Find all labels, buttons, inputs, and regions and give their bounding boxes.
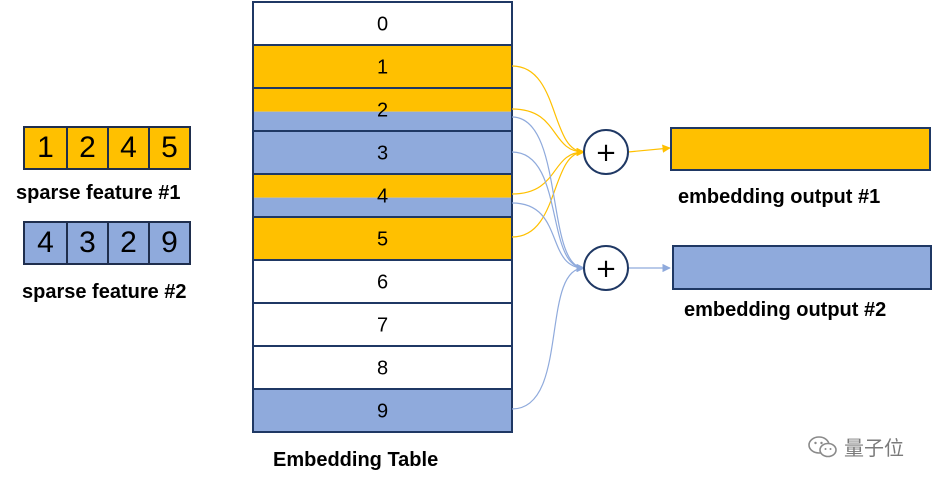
sparse-feature-2-label: sparse feature #2 xyxy=(22,281,187,303)
sum-operator-1: + xyxy=(583,129,629,175)
table-row-8: 8 xyxy=(252,345,513,390)
embedding-output-2-box xyxy=(672,245,932,290)
table-row-4: 4 xyxy=(252,173,513,218)
sparse-feature-1-label: sparse feature #1 xyxy=(16,182,181,204)
table-row-index: 4 xyxy=(377,186,388,208)
table-row-6: 6 xyxy=(252,259,513,304)
embedding-output-2-label: embedding output #2 xyxy=(684,299,887,321)
table-row-index: 2 xyxy=(377,100,388,122)
table-row-index: 1 xyxy=(377,57,388,79)
table-row-0: 0 xyxy=(252,1,513,46)
table-row-index: 9 xyxy=(377,401,388,423)
table-row-9: 9 xyxy=(252,388,513,433)
feature-2-value: 9 xyxy=(148,223,189,263)
arrow-row-3 xyxy=(511,151,585,273)
arrow-row-2 xyxy=(511,116,585,273)
sparse-feature-1-cells: 1 2 4 5 xyxy=(23,126,191,170)
table-row-index: 8 xyxy=(377,358,388,380)
feature-1-value: 1 xyxy=(37,131,54,164)
wechat-icon xyxy=(808,435,837,457)
sum-operator-2: + xyxy=(583,245,629,291)
arrow-row-4 xyxy=(511,147,585,195)
feature-1-value: 2 xyxy=(66,128,107,168)
table-row-index: 0 xyxy=(377,14,388,36)
table-row-index: 6 xyxy=(377,272,388,294)
arrow-row-1 xyxy=(511,65,585,157)
feature-2-value: 2 xyxy=(107,223,148,263)
watermark-text: 量子位 xyxy=(844,436,904,460)
sum-operator-2-symbol: + xyxy=(595,254,617,284)
arrow-row-9 xyxy=(511,263,585,410)
arrow-row-4 xyxy=(511,202,585,273)
table-row-3: 3 xyxy=(252,130,513,175)
table-row-7: 7 xyxy=(252,302,513,347)
sum-operator-1-symbol: + xyxy=(595,138,617,168)
sparse-feature-2-cells: 4 3 2 9 xyxy=(23,221,191,265)
table-row-5: 5 xyxy=(252,216,513,261)
table-row-index: 7 xyxy=(377,315,388,337)
feature-1-value: 5 xyxy=(148,128,189,168)
feature-2-value: 3 xyxy=(66,223,107,263)
arrow-row-2 xyxy=(511,108,585,157)
table-row-index: 3 xyxy=(377,143,388,165)
embedding-table-title: Embedding Table xyxy=(273,449,439,471)
table-row-2: 2 xyxy=(252,87,513,132)
embedding-output-1-box xyxy=(670,127,931,171)
table-row-1: 1 xyxy=(252,44,513,89)
feature-1-value: 4 xyxy=(107,128,148,168)
table-row-index: 5 xyxy=(377,229,388,251)
embedding-table: 0 1 2 3 4 5 6 7 8 9 xyxy=(252,1,513,433)
watermark: 量子位 xyxy=(808,432,904,461)
feature-2-value: 4 xyxy=(37,226,54,259)
arrow-output-1 xyxy=(627,144,671,153)
feature-2-lookup-arrows xyxy=(511,116,671,410)
embedding-output-1-label: embedding output #1 xyxy=(678,186,881,208)
